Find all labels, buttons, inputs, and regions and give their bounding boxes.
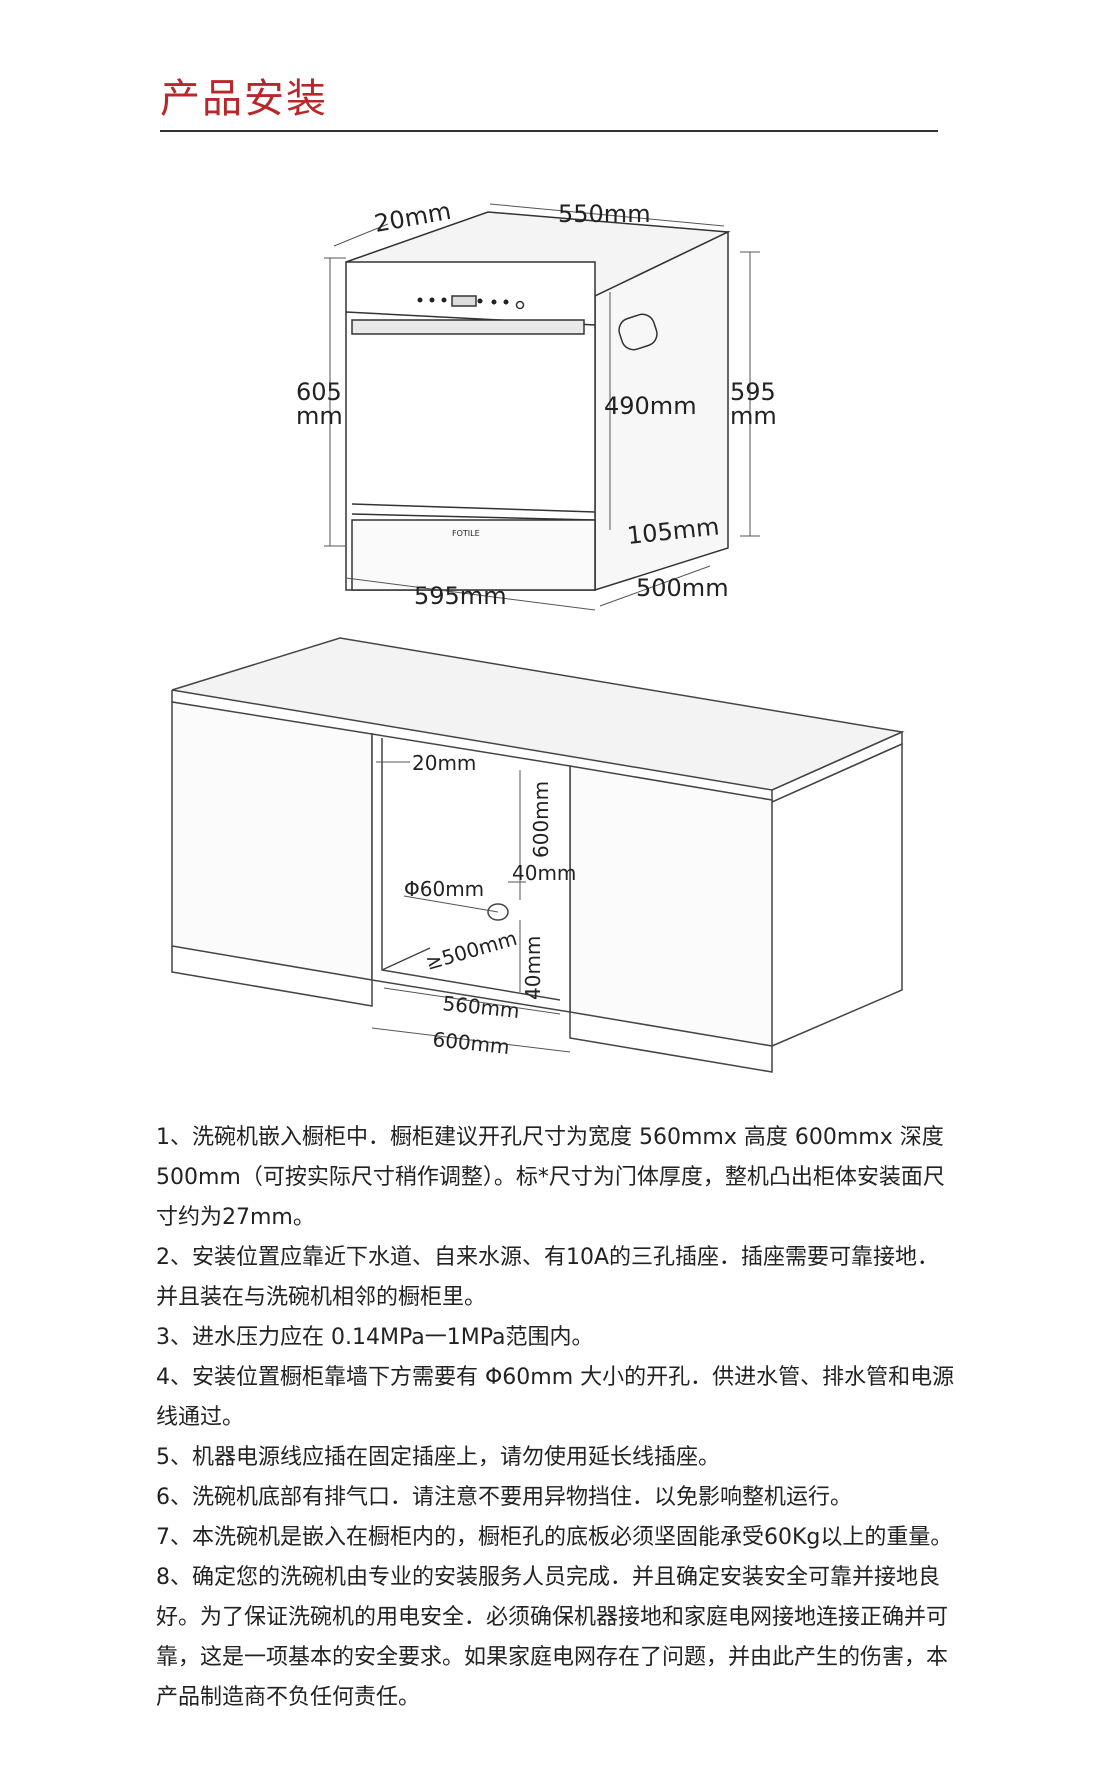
dishwasher-side-handle (618, 313, 658, 351)
note-item: 4、安装位置橱柜靠墙下方需要有 Φ60mm 大小的开孔．供进水管、排水管和电源线… (156, 1365, 955, 1430)
title-divider (160, 130, 938, 132)
cabinet-diagram: 20mm 600mm Φ60mm 40mm ≥500mm 40mm 560mm … (171, 637, 905, 1073)
installation-notes: 1、洗碗机嵌入橱柜中．橱柜建议开孔尺寸为宽度 560mmx 高度 600mmx … (156, 1118, 956, 1718)
dim-inner-height: 490mm (604, 392, 697, 420)
note-item: 7、本洗碗机是嵌入在橱柜内的，橱柜孔的底板必须坚固能承受60Kg以上的重量。 (156, 1525, 953, 1550)
dim-depth-top: 550mm (558, 200, 651, 228)
pipe-hole (487, 903, 509, 921)
dishwasher-plinth (351, 519, 596, 591)
dim-hole-offset-side: 40mm (512, 861, 576, 885)
brand-label: FOTILE (452, 529, 480, 538)
dim-hole-offset-bottom: 40mm (521, 936, 545, 1000)
dim-opening-height: 600mm (529, 781, 553, 858)
control-panel (417, 297, 509, 305)
dim-outer-width: 600mm (431, 1027, 510, 1059)
control-display (451, 295, 477, 307)
note-item: 5、机器电源线应插在固定插座上，请勿使用延长线插座。 (156, 1445, 720, 1470)
left-cabinet (171, 701, 373, 981)
installation-diagrams: 20mm 550mm 605 mm 490mm 595 mm 105mm 595… (171, 197, 905, 1073)
right-cabinet (569, 765, 773, 1047)
dishwasher-handle (351, 319, 585, 335)
dim-height-right-unit: mm (730, 402, 777, 430)
dishwasher-diagram: 20mm 550mm 605 mm 490mm 595 mm 105mm 595… (296, 197, 777, 611)
dim-width: 595mm (414, 582, 507, 610)
dim-depth-bottom: 500mm (636, 574, 729, 602)
note-item: 1、洗碗机嵌入橱柜中．橱柜建议开孔尺寸为宽度 560mmx 高度 600mmx … (156, 1125, 945, 1230)
dim-height-left-value: 605 (296, 378, 342, 406)
note-item: 3、进水压力应在 0.14MPa一1MPa范围内。 (156, 1325, 594, 1350)
dim-height-left-unit: mm (296, 402, 343, 430)
page-title: 产品安装 (160, 76, 328, 122)
note-item: 6、洗碗机底部有排气口．请注意不要用异物挡住．以免影响整机运行。 (156, 1485, 852, 1510)
dimension-lines (324, 203, 760, 611)
dim-height-right-value: 595 (730, 378, 776, 406)
note-item: 2、安装位置应靠近下水道、自来水源、有10A的三孔插座．插座需要可靠接地．并且装… (156, 1245, 940, 1310)
cabinet-dimension-lines (371, 761, 571, 1053)
dim-gap: 20mm (412, 751, 476, 775)
dim-hole-diameter: Φ60mm (404, 877, 484, 901)
note-item: 8、确定您的洗碗机由专业的安装服务人员完成．并且确定安装安全可靠并接地良好。为了… (156, 1565, 949, 1710)
